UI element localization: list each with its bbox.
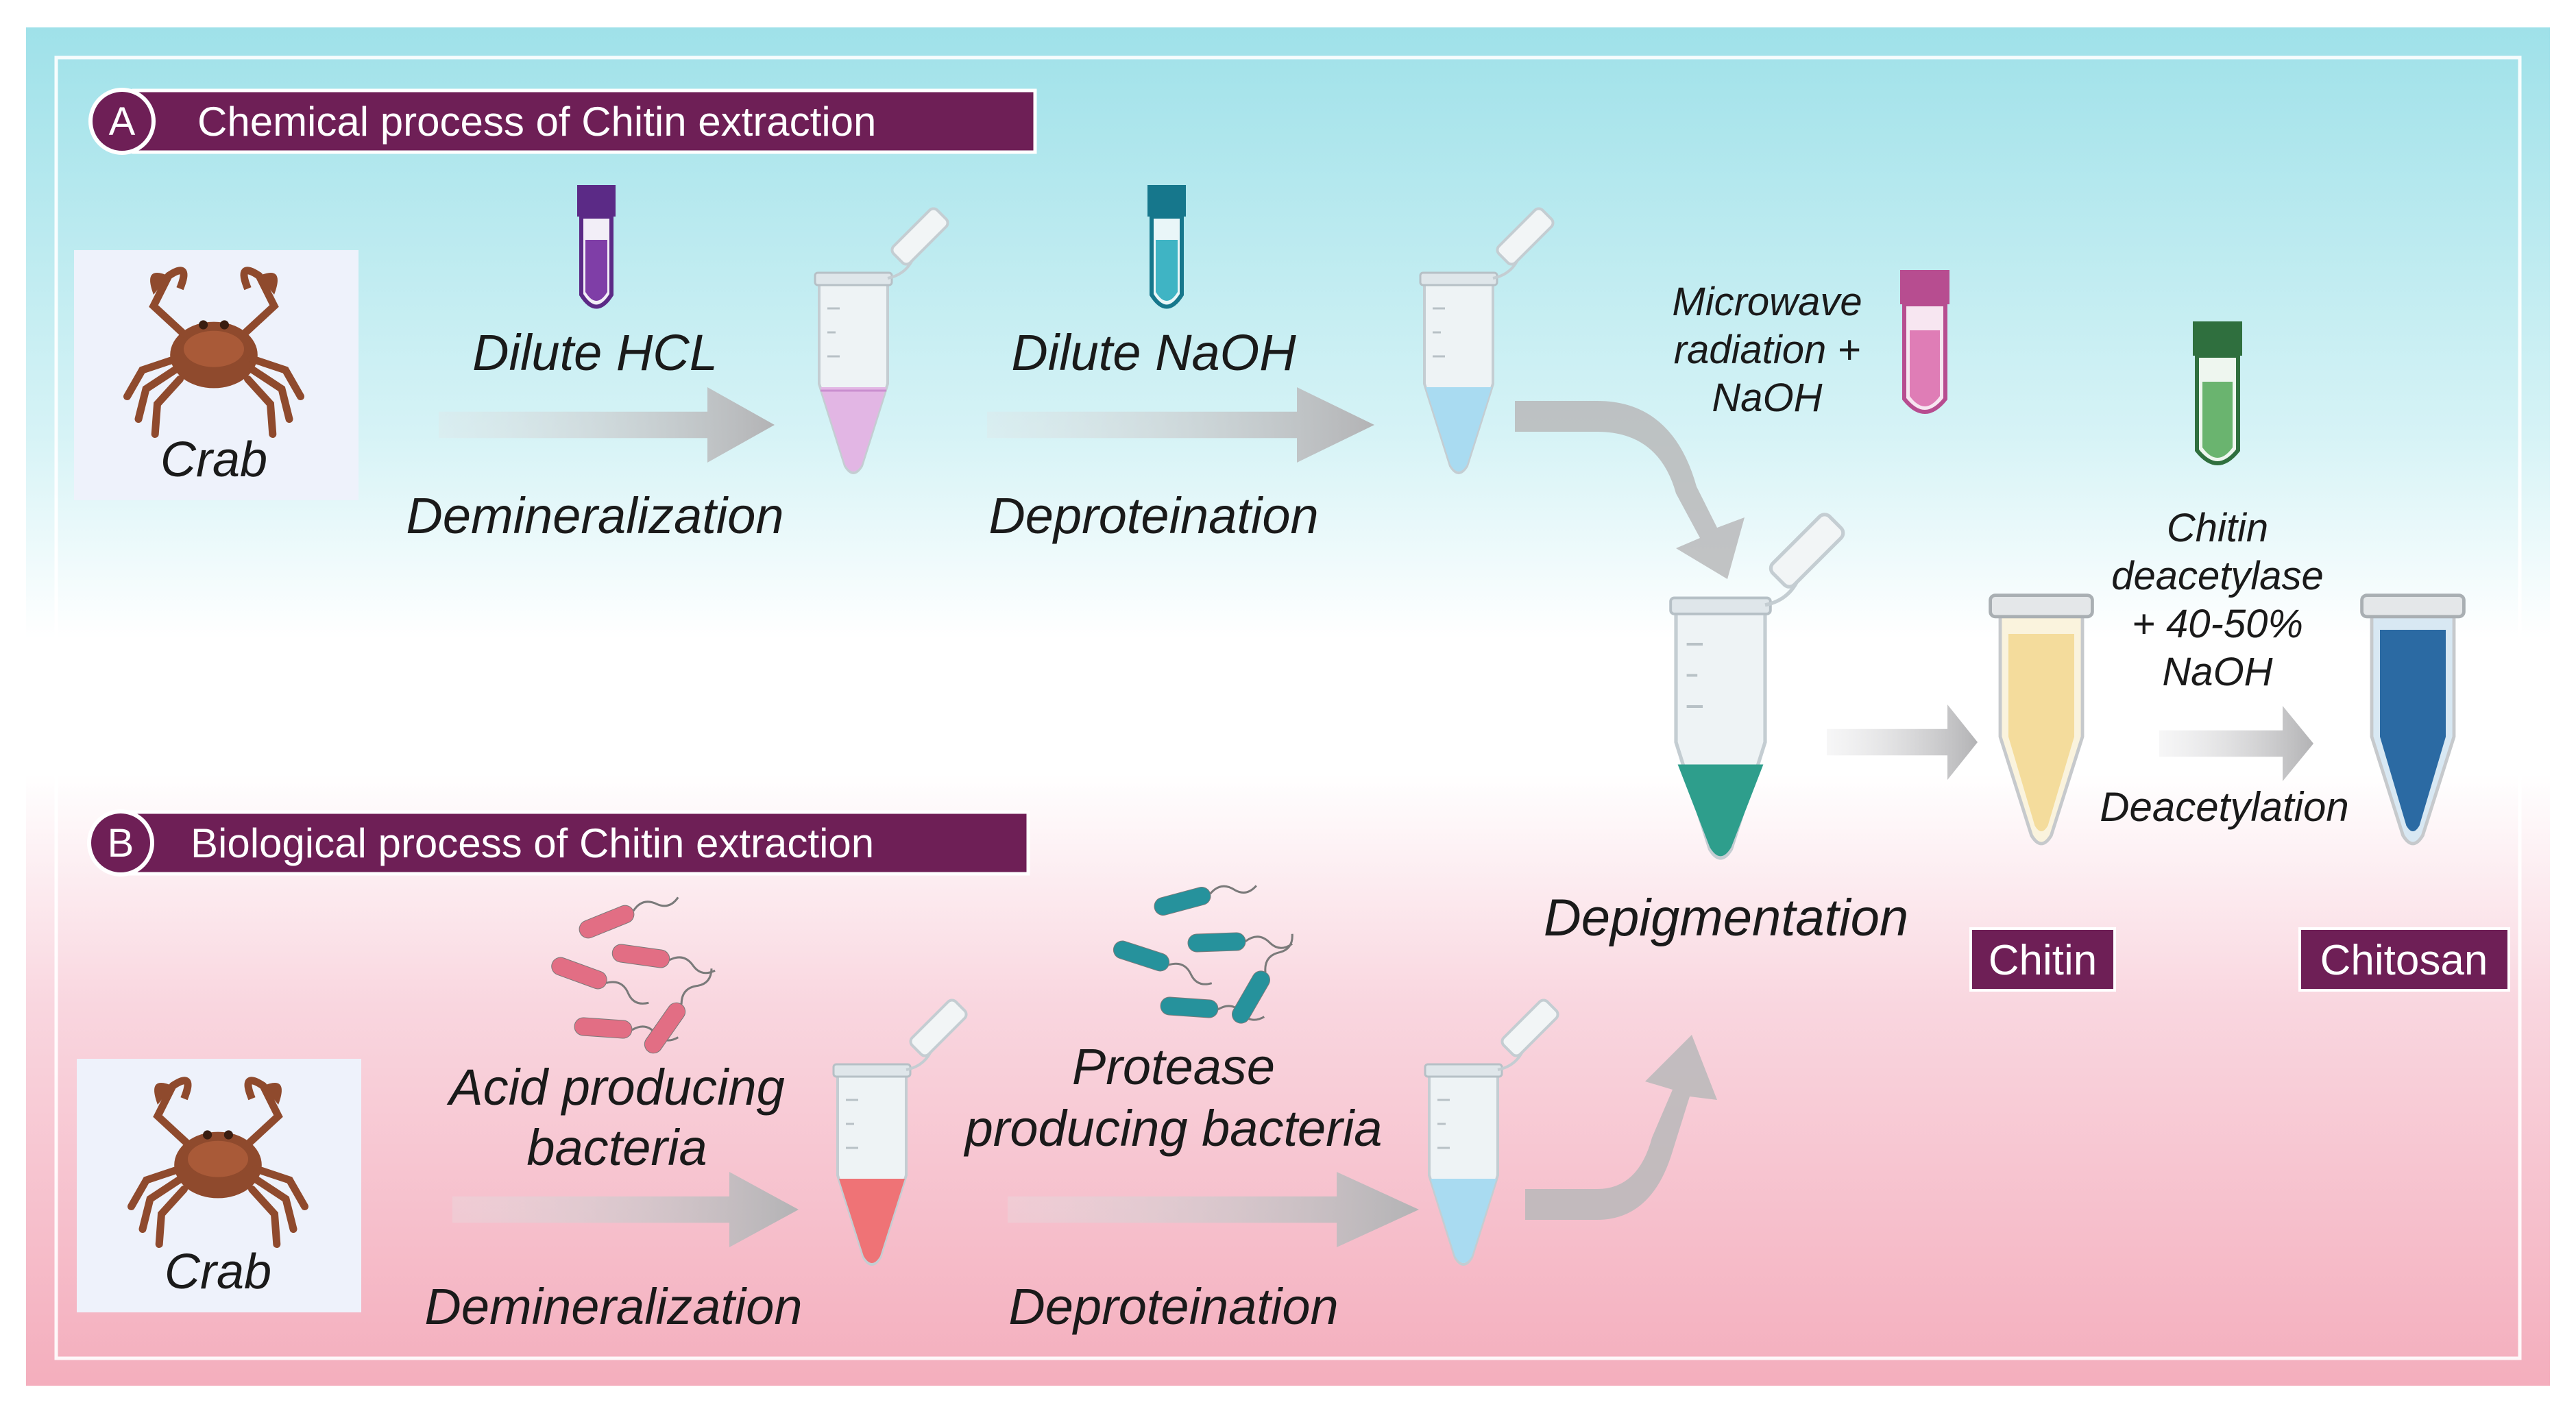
chitosan-label-box	[2298, 927, 2510, 992]
tube-after-protease-bacteria-icon	[1424, 996, 1562, 1266]
arrow-a-to-depigmentation	[1515, 401, 1745, 579]
section-b-letter: B	[108, 821, 134, 866]
deacetylase-label-line4: NaOH	[2162, 650, 2272, 694]
crab-panel-a: Crab	[74, 250, 359, 500]
microwave-label-line3: NaOH	[1712, 376, 1822, 420]
demineralization-label-a: Demineralization	[406, 487, 783, 544]
microwave-naoh-tube-icon	[1900, 270, 1949, 414]
deacetylase-label-line1: Chitin	[2167, 506, 2268, 550]
arrow-b-to-depigmentation	[1525, 1035, 1717, 1220]
section-b-title: Biological process of Chitin extraction	[191, 820, 874, 866]
hcl-label: Dilute HCL	[472, 324, 718, 381]
chitin-label: Chitin	[1989, 937, 2098, 984]
section-b-header: B Biological process of Chitin extractio…	[87, 809, 1030, 877]
inner-frame	[54, 56, 2522, 1360]
demineralization-label-b: Demineralization	[424, 1278, 802, 1335]
chitin-label-box	[1969, 927, 2116, 992]
depigmentation-label: Depigmentation	[1544, 889, 1908, 947]
deproteination-label-a: Deproteination	[988, 487, 1318, 544]
depigmented-tube-icon	[1670, 512, 1846, 858]
crab-panel-b: Crab	[77, 1059, 361, 1312]
hcl-tube-icon	[577, 185, 616, 309]
protease-bacteria-label-line1: Protease	[1072, 1038, 1275, 1095]
tube-after-naoh-icon	[1419, 205, 1557, 474]
deacetylase-tube-icon	[2193, 321, 2242, 465]
deacetylation-label: Deacetylation	[2100, 784, 2349, 830]
protease-bacteria-label-line2: producing bacteria	[964, 1100, 1383, 1157]
crab-label-a: Crab	[160, 432, 267, 487]
tube-after-acid-bacteria-icon	[832, 996, 970, 1266]
deacetylase-label-line3: + 40-50%	[2132, 602, 2303, 646]
microwave-label-line1: Microwave	[1672, 280, 1862, 324]
microwave-label-line2: radiation +	[1674, 328, 1860, 372]
chitin-tube-icon	[1989, 593, 2094, 846]
diagram-background	[26, 27, 2550, 1386]
section-a-header: A Chemical process of Chitin extraction	[88, 88, 1037, 155]
naoh-label: Dilute NaOH	[1011, 324, 1296, 381]
chitosan-label: Chitosan	[2320, 937, 2488, 984]
acid-bacteria-label-line1: Acid producing	[446, 1059, 785, 1116]
tube-after-hcl-icon	[814, 205, 951, 474]
section-a-letter: A	[109, 99, 136, 144]
crab-label-b: Crab	[165, 1245, 271, 1299]
naoh-tube-icon	[1147, 185, 1186, 309]
acid-bacteria-label-line2: bacteria	[526, 1119, 707, 1176]
section-a-title: Chemical process of Chitin extraction	[197, 99, 876, 145]
deacetylase-label-line2: deacetylase	[2111, 554, 2324, 598]
deproteination-label-b: Deproteination	[1008, 1278, 1338, 1335]
chitosan-tube-icon	[2360, 593, 2466, 846]
